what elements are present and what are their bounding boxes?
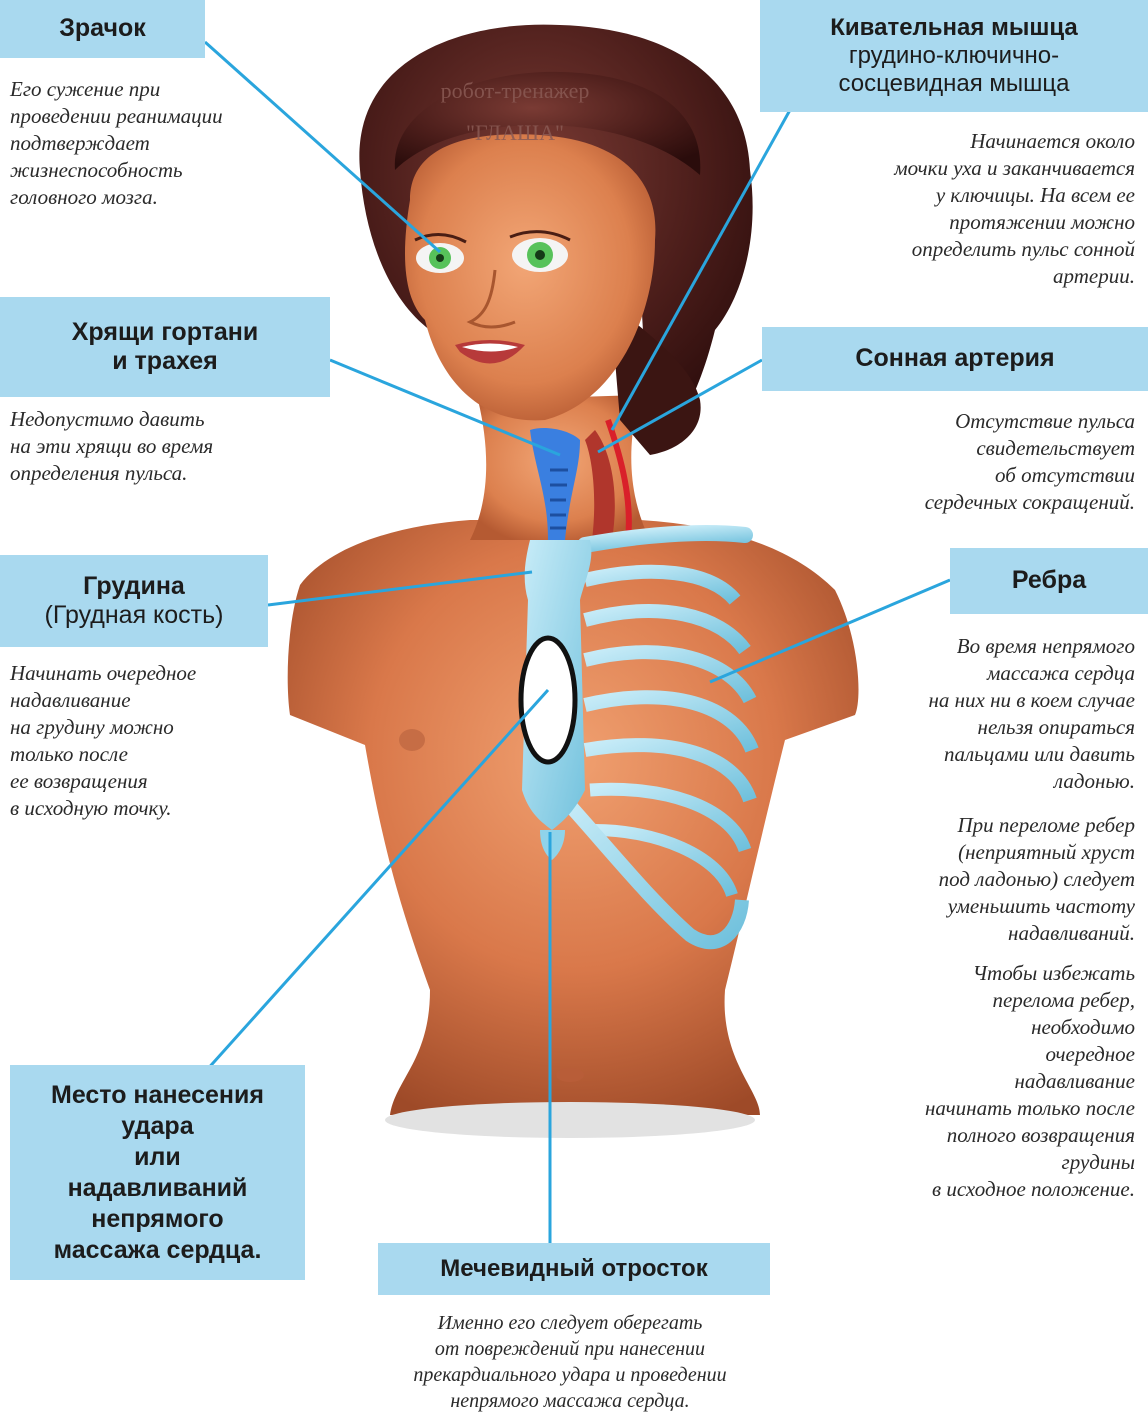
desc-sternum: Начинать очередное надавливание на груди… (10, 660, 270, 822)
label-sternum-title: Грудина (83, 572, 185, 602)
label-sternum: Грудина (Грудная кость) (0, 555, 268, 647)
label-muscle-subtitle: грудино-ключично- сосцевидная мышца (839, 42, 1070, 99)
impact-target (521, 638, 575, 762)
label-ribs-title: Ребра (1012, 566, 1086, 596)
desc-xiphoid: Именно его следует оберегать от поврежде… (325, 1310, 815, 1414)
desc-carotid: Отсутствие пульса свидетельствует об отс… (840, 408, 1135, 516)
label-larynx-title: Хрящи гортани и трахея (72, 318, 259, 377)
desc-ribs-1: Во время непрямого массажа сердца на них… (850, 633, 1135, 795)
label-carotid-title: Сонная артерия (855, 344, 1054, 374)
desc-ribs-3: Чтобы избежать перелома ребер, необходим… (850, 960, 1135, 1203)
watermark-line1: робот-тренажер (441, 78, 590, 103)
label-muscle: Кивательная мышца грудино-ключично- сосц… (760, 0, 1148, 112)
label-xiphoid-title: Мечевидный отросток (440, 1255, 707, 1283)
label-impact: Место нанесения удара или надавливаний н… (10, 1065, 305, 1280)
watermark-line2: "ГЛАША" (466, 120, 564, 145)
label-pupil-title: Зрачок (59, 14, 146, 44)
label-xiphoid: Мечевидный отросток (378, 1243, 770, 1295)
label-impact-title: Место нанесения удара или надавливаний н… (51, 1080, 264, 1266)
label-muscle-title: Кивательная мышца (830, 14, 1077, 42)
label-ribs: Ребра (950, 548, 1148, 614)
label-carotid: Сонная артерия (762, 327, 1148, 391)
label-pupil: Зрачок (0, 0, 205, 58)
desc-larynx: Недопустимо давить на эти хрящи во время… (10, 406, 310, 487)
label-sternum-subtitle: (Грудная кость) (45, 601, 224, 631)
desc-ribs-2: При переломе ребер (неприятный хруст под… (850, 812, 1135, 947)
desc-pupil: Его сужение при проведении реанимации по… (10, 76, 300, 211)
label-larynx: Хрящи гортани и трахея (0, 297, 330, 397)
desc-muscle: Начинается около мочки уха и заканчивает… (800, 128, 1135, 290)
